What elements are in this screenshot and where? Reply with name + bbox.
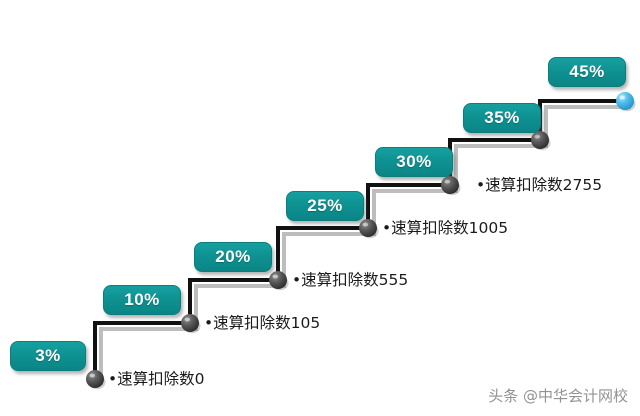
deduction-label-0: •速算扣除数0 [108, 370, 205, 388]
rate-badge-10pct[interactable]: 10% [103, 285, 181, 315]
step-node-3 [269, 271, 287, 289]
rate-badge-30pct[interactable]: 30% [375, 147, 453, 177]
deduction-label-1: •速算扣除数105 [204, 314, 321, 332]
step-node-1 [86, 370, 104, 388]
step-node-2 [181, 314, 199, 332]
step-node-group [86, 92, 636, 390]
step-node-6 [531, 131, 549, 149]
end-sphere-icon [616, 92, 634, 110]
node-highlight [534, 134, 540, 139]
rate-badge-25pct[interactable]: 25% [286, 191, 364, 221]
step-node-5 [441, 176, 459, 194]
rate-badge-35pct[interactable]: 35% [463, 103, 541, 133]
node-highlight [362, 222, 368, 227]
rate-badge-3pct[interactable]: 3% [10, 341, 86, 371]
deduction-label-2: •速算扣除数555 [292, 271, 409, 289]
rate-badge-20pct[interactable]: 20% [194, 242, 272, 272]
rate-badge-45pct[interactable]: 45% [548, 57, 626, 87]
node-highlight [89, 373, 96, 378]
node-highlight [184, 317, 190, 322]
node-highlight [619, 95, 625, 100]
node-highlight [272, 274, 278, 279]
node-highlight [444, 179, 450, 184]
deduction-label-3: •速算扣除数1005 [382, 219, 509, 237]
watermark: 头条 @中华会计网校 [488, 387, 628, 405]
step-path-shadow [99, 105, 631, 385]
step-shadow-path [99, 105, 631, 385]
deduction-label-4: •速算扣除数2755 [476, 176, 603, 194]
step-node-4 [359, 219, 377, 237]
